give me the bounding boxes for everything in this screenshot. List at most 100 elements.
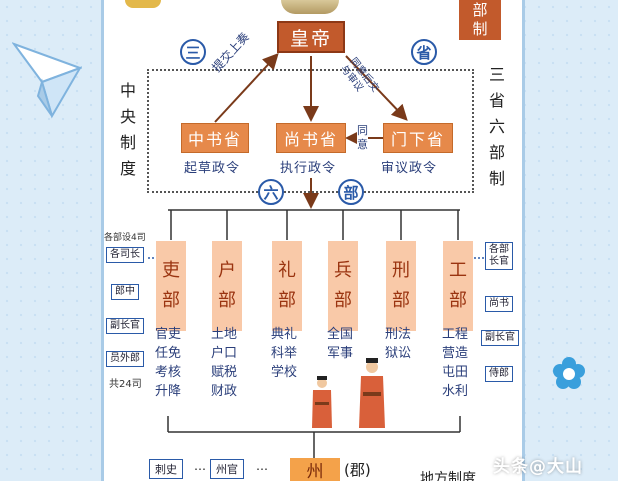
ministry-war-duties: 全国 军事 [327,325,353,363]
same-label: 同 意 [357,124,368,152]
bottom-box-zhouguan: 州官 [210,459,244,479]
watermark: 头条@大山 [493,457,583,477]
ministry-char: 刑 [392,260,410,281]
ministry-char: 兵 [334,260,352,281]
ministry-works-duties: 工程 营造 屯田 水利 [442,325,468,401]
right-box-shangshu: 尚书 [485,296,513,312]
ministry-char: 部 [392,290,410,311]
decorative-coin [125,0,161,8]
three-six-label: 三 省 六 部 制 [487,62,507,192]
ministry-char: 户 [218,260,236,281]
emperor-box: 皇帝 [277,21,345,53]
prefecture-box: 州 [290,458,340,481]
chancellery-duty: 审议政令 [381,161,438,176]
ministry-justice-duties: 刑法 狱讼 [385,325,411,363]
duty-item: 财政 [211,384,238,399]
central-char: 制 [119,133,136,152]
duty-item: 刑法 [385,327,412,342]
right-box-line: 长官 [489,256,509,267]
local-system-label: 地方制度 [420,471,476,481]
central-char: 中 [119,81,136,100]
right-box-minister-head: 各部 长官 [485,242,513,270]
duty-item: 考核 [155,365,182,380]
emperor-illustration [281,0,339,14]
top-right-char: 部 [472,1,488,19]
three-six-char: 部 [488,143,505,162]
duty-item: 工程 [442,327,469,342]
ministry-justice: 刑 部 [386,241,416,331]
three-six-char: 制 [488,169,505,188]
ministry-personnel-duties: 官吏 任免 考核 升降 [155,325,181,401]
left-box-section-chief: 各司长 [106,247,144,263]
duty-item: 户口 [211,346,238,361]
duty-item: 全国 [327,327,354,342]
ministry-char: 部 [218,290,236,311]
ministry-char: 部 [278,290,296,311]
three-six-char: 六 [488,117,505,136]
official-figure-large [359,358,385,428]
department-box: 尚书省 [276,123,346,153]
chancellery-box: 门下省 [383,123,453,153]
left-bottom-note: 共24司 [109,375,142,390]
duty-item: 典礼 [271,327,298,342]
right-box-shilang: 侍郎 [485,366,513,382]
ministry-char: 工 [449,260,467,281]
ministry-war: 兵 部 [328,241,358,331]
duty-item: 屯田 [442,365,469,380]
ministry-char: 部 [334,290,352,311]
secretariat-box: 中书省 [181,123,249,153]
duty-item: 升降 [155,384,182,399]
top-right-label: 部 制 [459,0,501,40]
ministry-char: 部 [449,290,467,311]
duty-item: 营造 [442,346,469,361]
duty-item: 官吏 [155,327,182,342]
central-char: 央 [119,107,136,126]
top-right-char: 制 [472,20,488,38]
department-duty: 执行政令 [280,161,337,176]
central-system-label: 中 央 制 度 [118,78,138,182]
ministry-rites-duties: 典礼 科举 学校 [271,325,297,382]
duty-item: 任免 [155,346,182,361]
left-box-yuanwailang: 员外郎 [106,351,144,367]
same-char: 同 [357,124,368,137]
right-box-line: 各部 [489,244,509,255]
duty-item: 水利 [442,384,469,399]
ministry-revenue-duties: 土地 户口 赋税 财政 [211,325,237,401]
ministry-char: 礼 [278,260,296,281]
circle-province: 省 [411,39,437,65]
duty-item: 赋税 [211,365,238,380]
bottom-box-cishi: 刺史 [149,459,183,479]
ministry-rites: 礼 部 [272,241,302,331]
secretariat-duty: 起草政令 [184,161,241,176]
duty-item: 科举 [271,346,298,361]
duty-item: 军事 [327,346,354,361]
flower-icon [553,357,585,389]
paper-plane-icon [12,42,82,119]
three-six-char: 省 [488,91,505,110]
duty-item: 狱讼 [385,346,412,361]
commandery-label: (郡) [344,461,371,479]
ministry-char: 部 [162,290,180,311]
arrow-approve-line [345,55,408,121]
ministry-works: 工 部 [443,241,473,331]
ministry-personnel: 吏 部 [156,241,186,331]
left-top-note: 各部设4司 [104,230,146,243]
right-box-deputy: 副长官 [481,330,519,346]
bottom-ellipsis-2: … [256,459,268,473]
left-box-langzhong: 郎中 [111,284,139,300]
ministry-char: 吏 [162,260,180,281]
ministry-revenue: 户 部 [212,241,242,331]
circle-three: 三 [180,39,206,65]
circle-six: 六 [258,179,284,205]
official-figure-small [312,376,332,428]
three-six-char: 三 [488,65,505,84]
bottom-ellipsis-1: … [194,459,206,473]
duty-item: 土地 [211,327,238,342]
circle-bu: 部 [338,179,364,205]
same-char: 意 [357,138,368,151]
duty-item: 学校 [271,365,298,380]
arrow-submit-line [214,53,279,123]
central-char: 度 [119,159,136,178]
left-box-deputy: 副长官 [106,318,144,334]
